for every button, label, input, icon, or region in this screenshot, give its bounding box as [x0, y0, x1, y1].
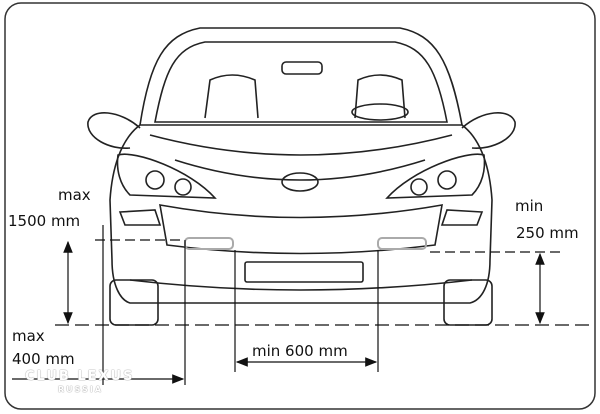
min-spacing-label: min 600 mm: [252, 342, 348, 360]
max-height-word: max: [58, 186, 91, 204]
watermark-line1: CLUB LEXUS: [25, 369, 135, 384]
dimension-lines: [12, 225, 590, 385]
watermark-line2: RUSSIA: [58, 385, 103, 394]
max-side-value: 400 mm: [12, 350, 75, 368]
max-side-word: max: [12, 327, 45, 345]
frame: [4, 2, 596, 410]
fog-lamps: [184, 237, 427, 250]
car-outline: [87, 27, 516, 326]
max-height-value: 1500 mm: [8, 212, 81, 230]
min-height-word: min: [515, 197, 544, 215]
min-height-value: 250 mm: [516, 224, 579, 242]
